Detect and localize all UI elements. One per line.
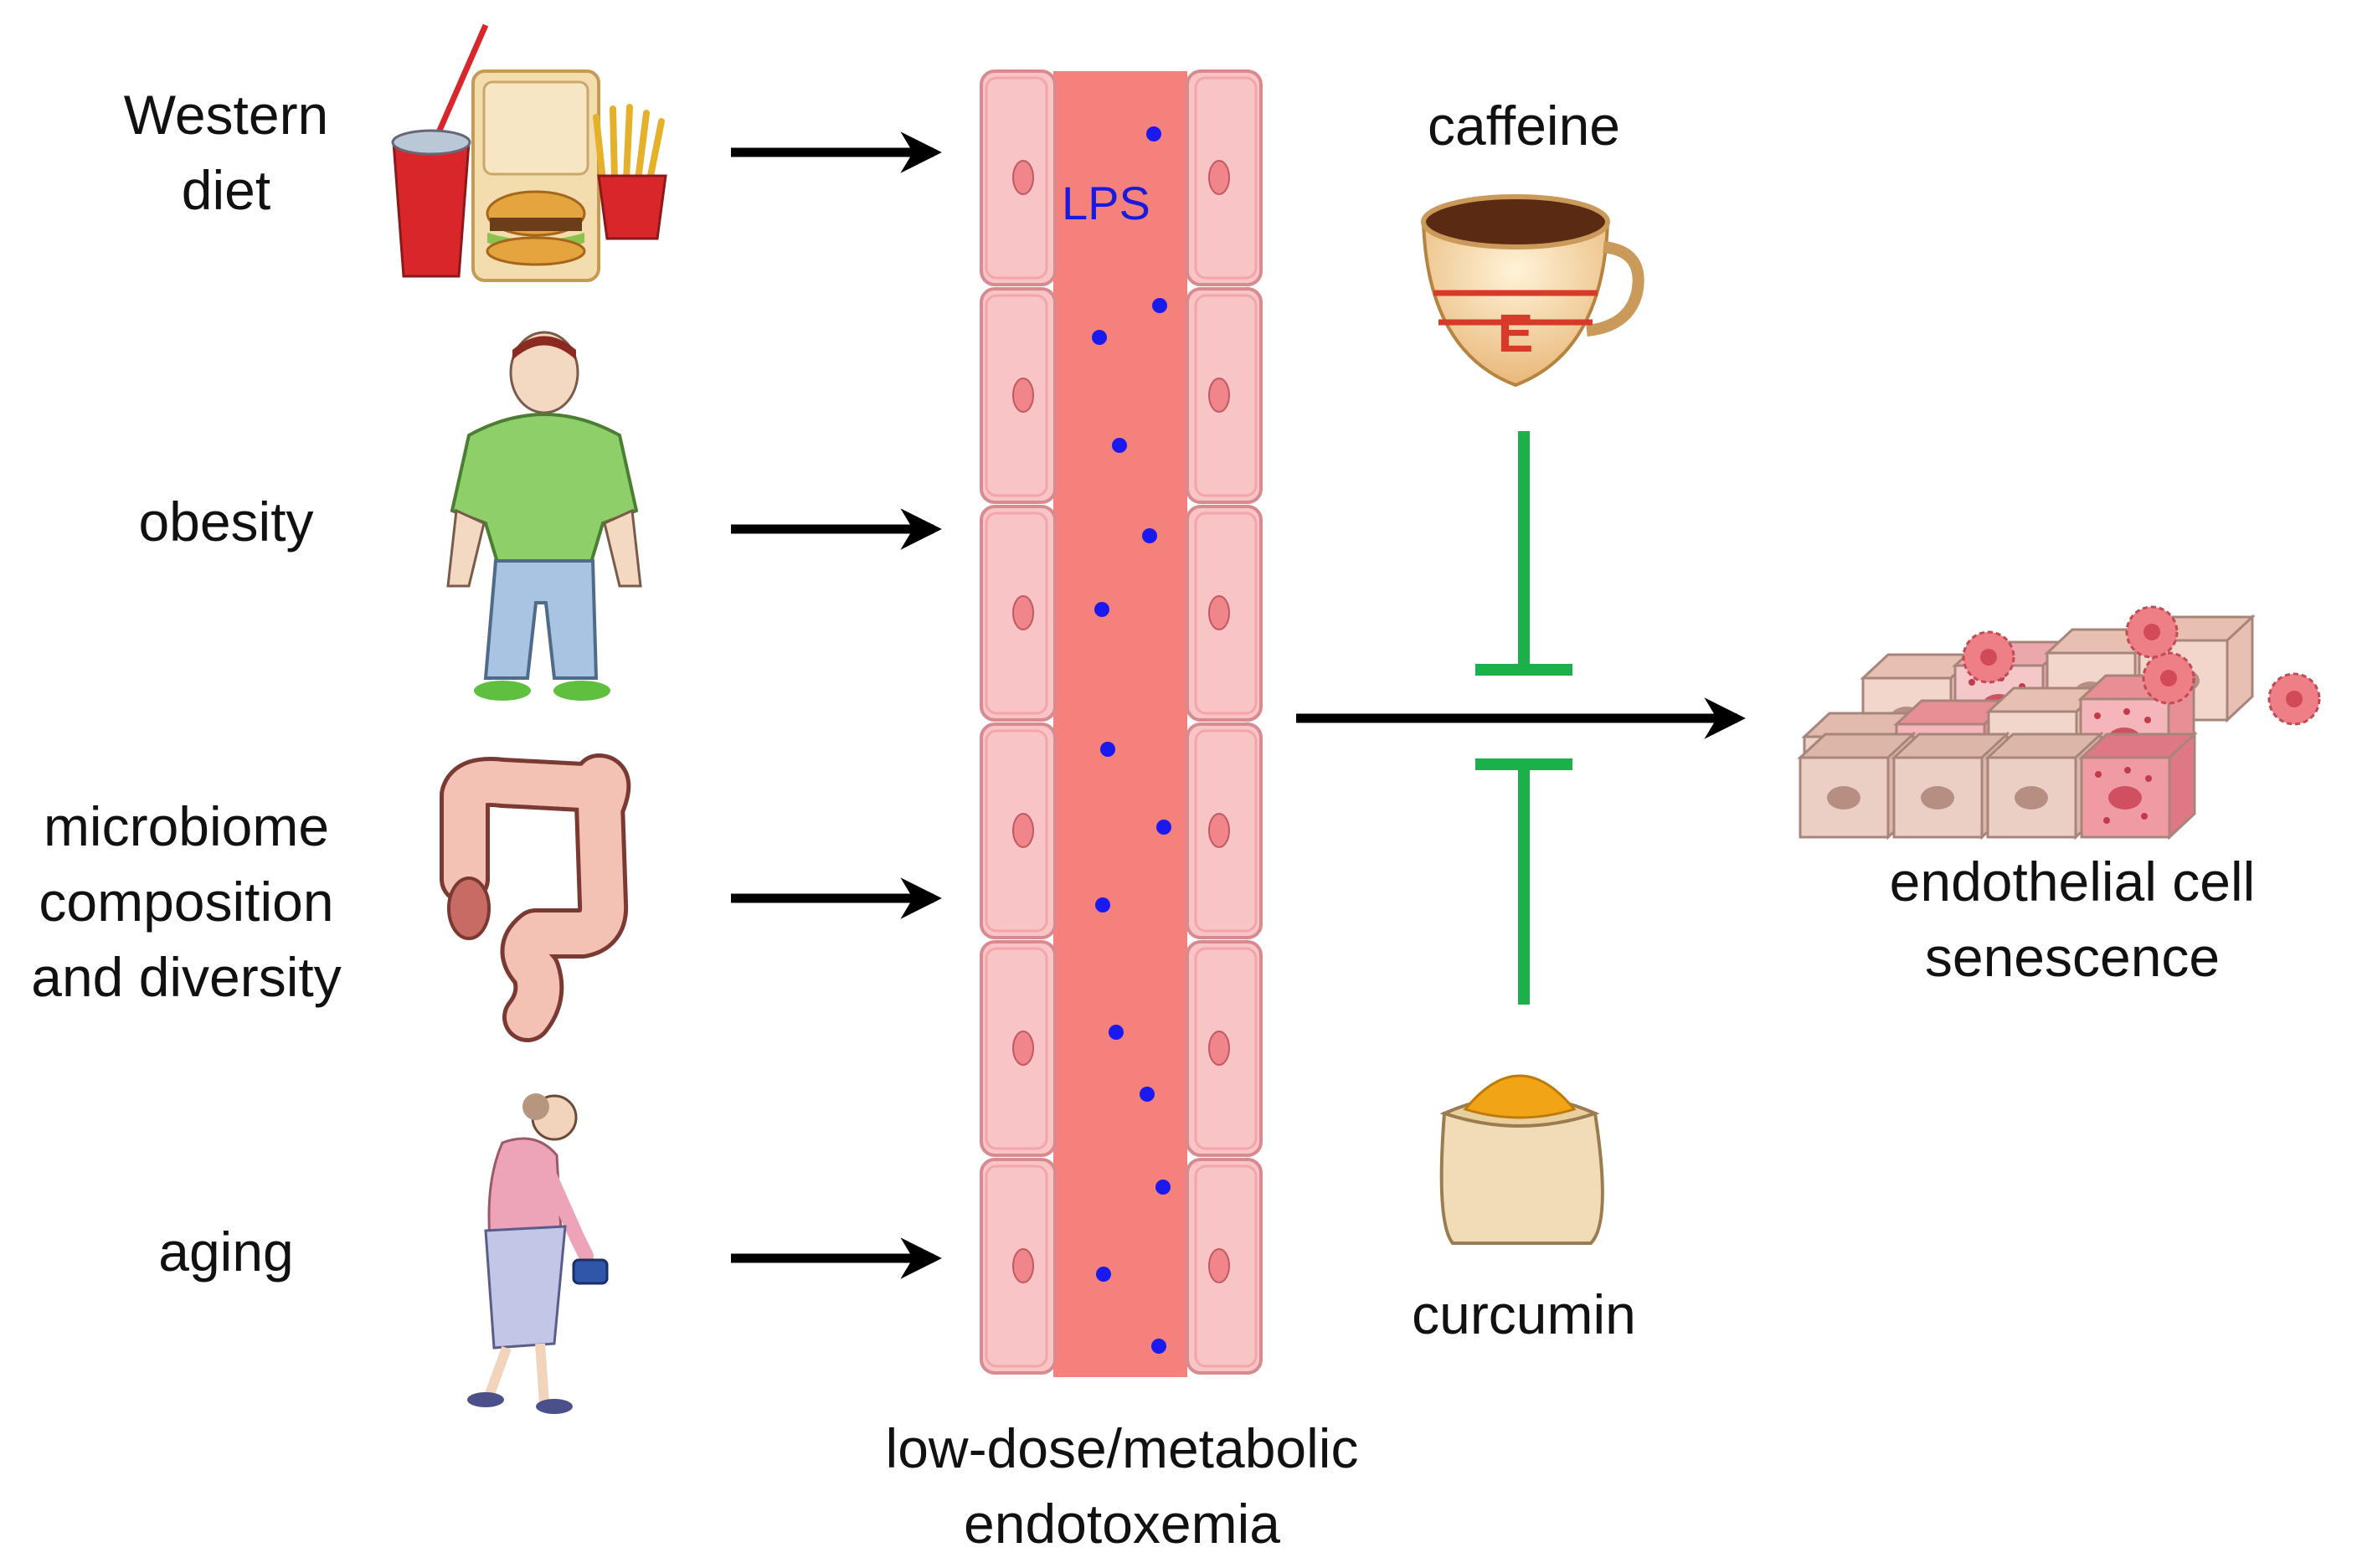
healthy-cell	[1797, 731, 1917, 841]
lps-dot	[1109, 1025, 1124, 1040]
lps-dot	[1151, 1339, 1166, 1354]
vessel-cell-inner	[1194, 947, 1258, 1150]
vessel-cell-inner	[985, 294, 1048, 497]
obese-person-icon	[446, 331, 642, 701]
label-line: aging	[158, 1221, 294, 1283]
inhibition-curcumin	[1475, 758, 1572, 1005]
elderly-woman-icon	[467, 1093, 609, 1414]
label-line: obesity	[138, 491, 314, 553]
vessel-lumen	[1053, 71, 1187, 1377]
turmeric-sack-icon	[1439, 1074, 1604, 1245]
vessel-cell-inner	[985, 76, 1048, 280]
cell-nucleus	[1012, 813, 1034, 848]
label-line: microbiome	[43, 795, 330, 857]
label-aging: aging	[67, 1214, 385, 1289]
coffee-cup-icon: E	[1421, 194, 1644, 388]
vessel-cell-inner	[1194, 294, 1258, 497]
lps-dot	[1100, 742, 1115, 757]
lps-dot	[1094, 602, 1109, 617]
lps-dot	[1112, 438, 1127, 453]
label-obesity: obesity	[67, 484, 385, 559]
label-line: senescence	[1924, 926, 2221, 988]
factor-arrows	[731, 131, 942, 1279]
label-line: endotoxemia	[964, 1493, 1280, 1555]
lps-dot	[1095, 897, 1110, 913]
lps-dot	[1155, 1180, 1171, 1195]
lps-dot	[1140, 1087, 1155, 1102]
lps-dot	[1156, 820, 1171, 835]
lps-dot	[1096, 1267, 1111, 1282]
label-line: and diversity	[31, 946, 342, 1008]
cell-nucleus	[1012, 595, 1034, 630]
label-line: caffeine	[1428, 95, 1620, 157]
inhibition-caffeine	[1475, 431, 1572, 676]
cell-nucleus	[1208, 1031, 1230, 1066]
endothelial-cells-icon	[1797, 605, 2321, 841]
senescent-cell	[2078, 731, 2198, 841]
lps-dot	[1142, 528, 1157, 543]
vessel-cell-inner	[1194, 76, 1258, 280]
vessel-cell-inner	[985, 1164, 1048, 1368]
vessel-wall-cells	[980, 69, 1263, 1375]
label-endothelial-senescence: endothelial cell senescence	[1800, 844, 2344, 995]
senescent-bleb	[2142, 651, 2195, 705]
label-line: Western	[123, 84, 329, 146]
label-curcumin: curcumin	[1356, 1277, 1691, 1352]
vessel-cell-inner	[985, 512, 1048, 715]
vessel-cell-inner	[1194, 512, 1258, 715]
cell-nucleus	[1208, 813, 1230, 848]
cell-nucleus	[1208, 378, 1230, 413]
cell-nucleus	[1208, 1248, 1230, 1283]
senescent-bleb	[2125, 605, 2179, 659]
label-line: diet	[181, 159, 271, 221]
fast-food-icon	[391, 23, 667, 282]
svg-text:E: E	[1498, 303, 1534, 363]
lps-dot	[1152, 298, 1167, 313]
lps-particles	[1092, 126, 1171, 1354]
cell-nucleus	[1208, 160, 1230, 195]
label-microbiome: microbiome composition and diversity	[0, 789, 373, 1015]
lps-dot	[1092, 330, 1107, 345]
label-line: composition	[39, 871, 334, 933]
blood-vessel	[980, 69, 1263, 1377]
senescent-bleb	[2267, 672, 2321, 726]
label-line: low-dose/metabolic	[885, 1417, 1359, 1479]
cell-nucleus	[1012, 1031, 1034, 1066]
vessel-cell-inner	[985, 947, 1048, 1150]
cell-nucleus	[1012, 1248, 1034, 1283]
lps-dot	[1146, 126, 1161, 141]
label-caffeine: caffeine	[1356, 88, 1691, 163]
label-line: endothelial cell	[1889, 851, 2256, 913]
senescent-bleb	[1962, 630, 2015, 684]
colon-icon	[440, 753, 631, 1042]
cell-nucleus	[1208, 595, 1230, 630]
vessel-caption: low-dose/metabolic endotoxemia	[829, 1411, 1415, 1561]
lps-label: LPS	[1062, 177, 1150, 229]
cell-nucleus	[1012, 378, 1034, 413]
vessel-cell-inner	[1194, 729, 1258, 933]
vessel-cell-inner	[985, 729, 1048, 933]
label-western-diet: Western diet	[67, 77, 385, 228]
vessel-cell-inner	[1194, 1164, 1258, 1368]
label-line: curcumin	[1412, 1283, 1636, 1345]
cell-nucleus	[1012, 160, 1034, 195]
